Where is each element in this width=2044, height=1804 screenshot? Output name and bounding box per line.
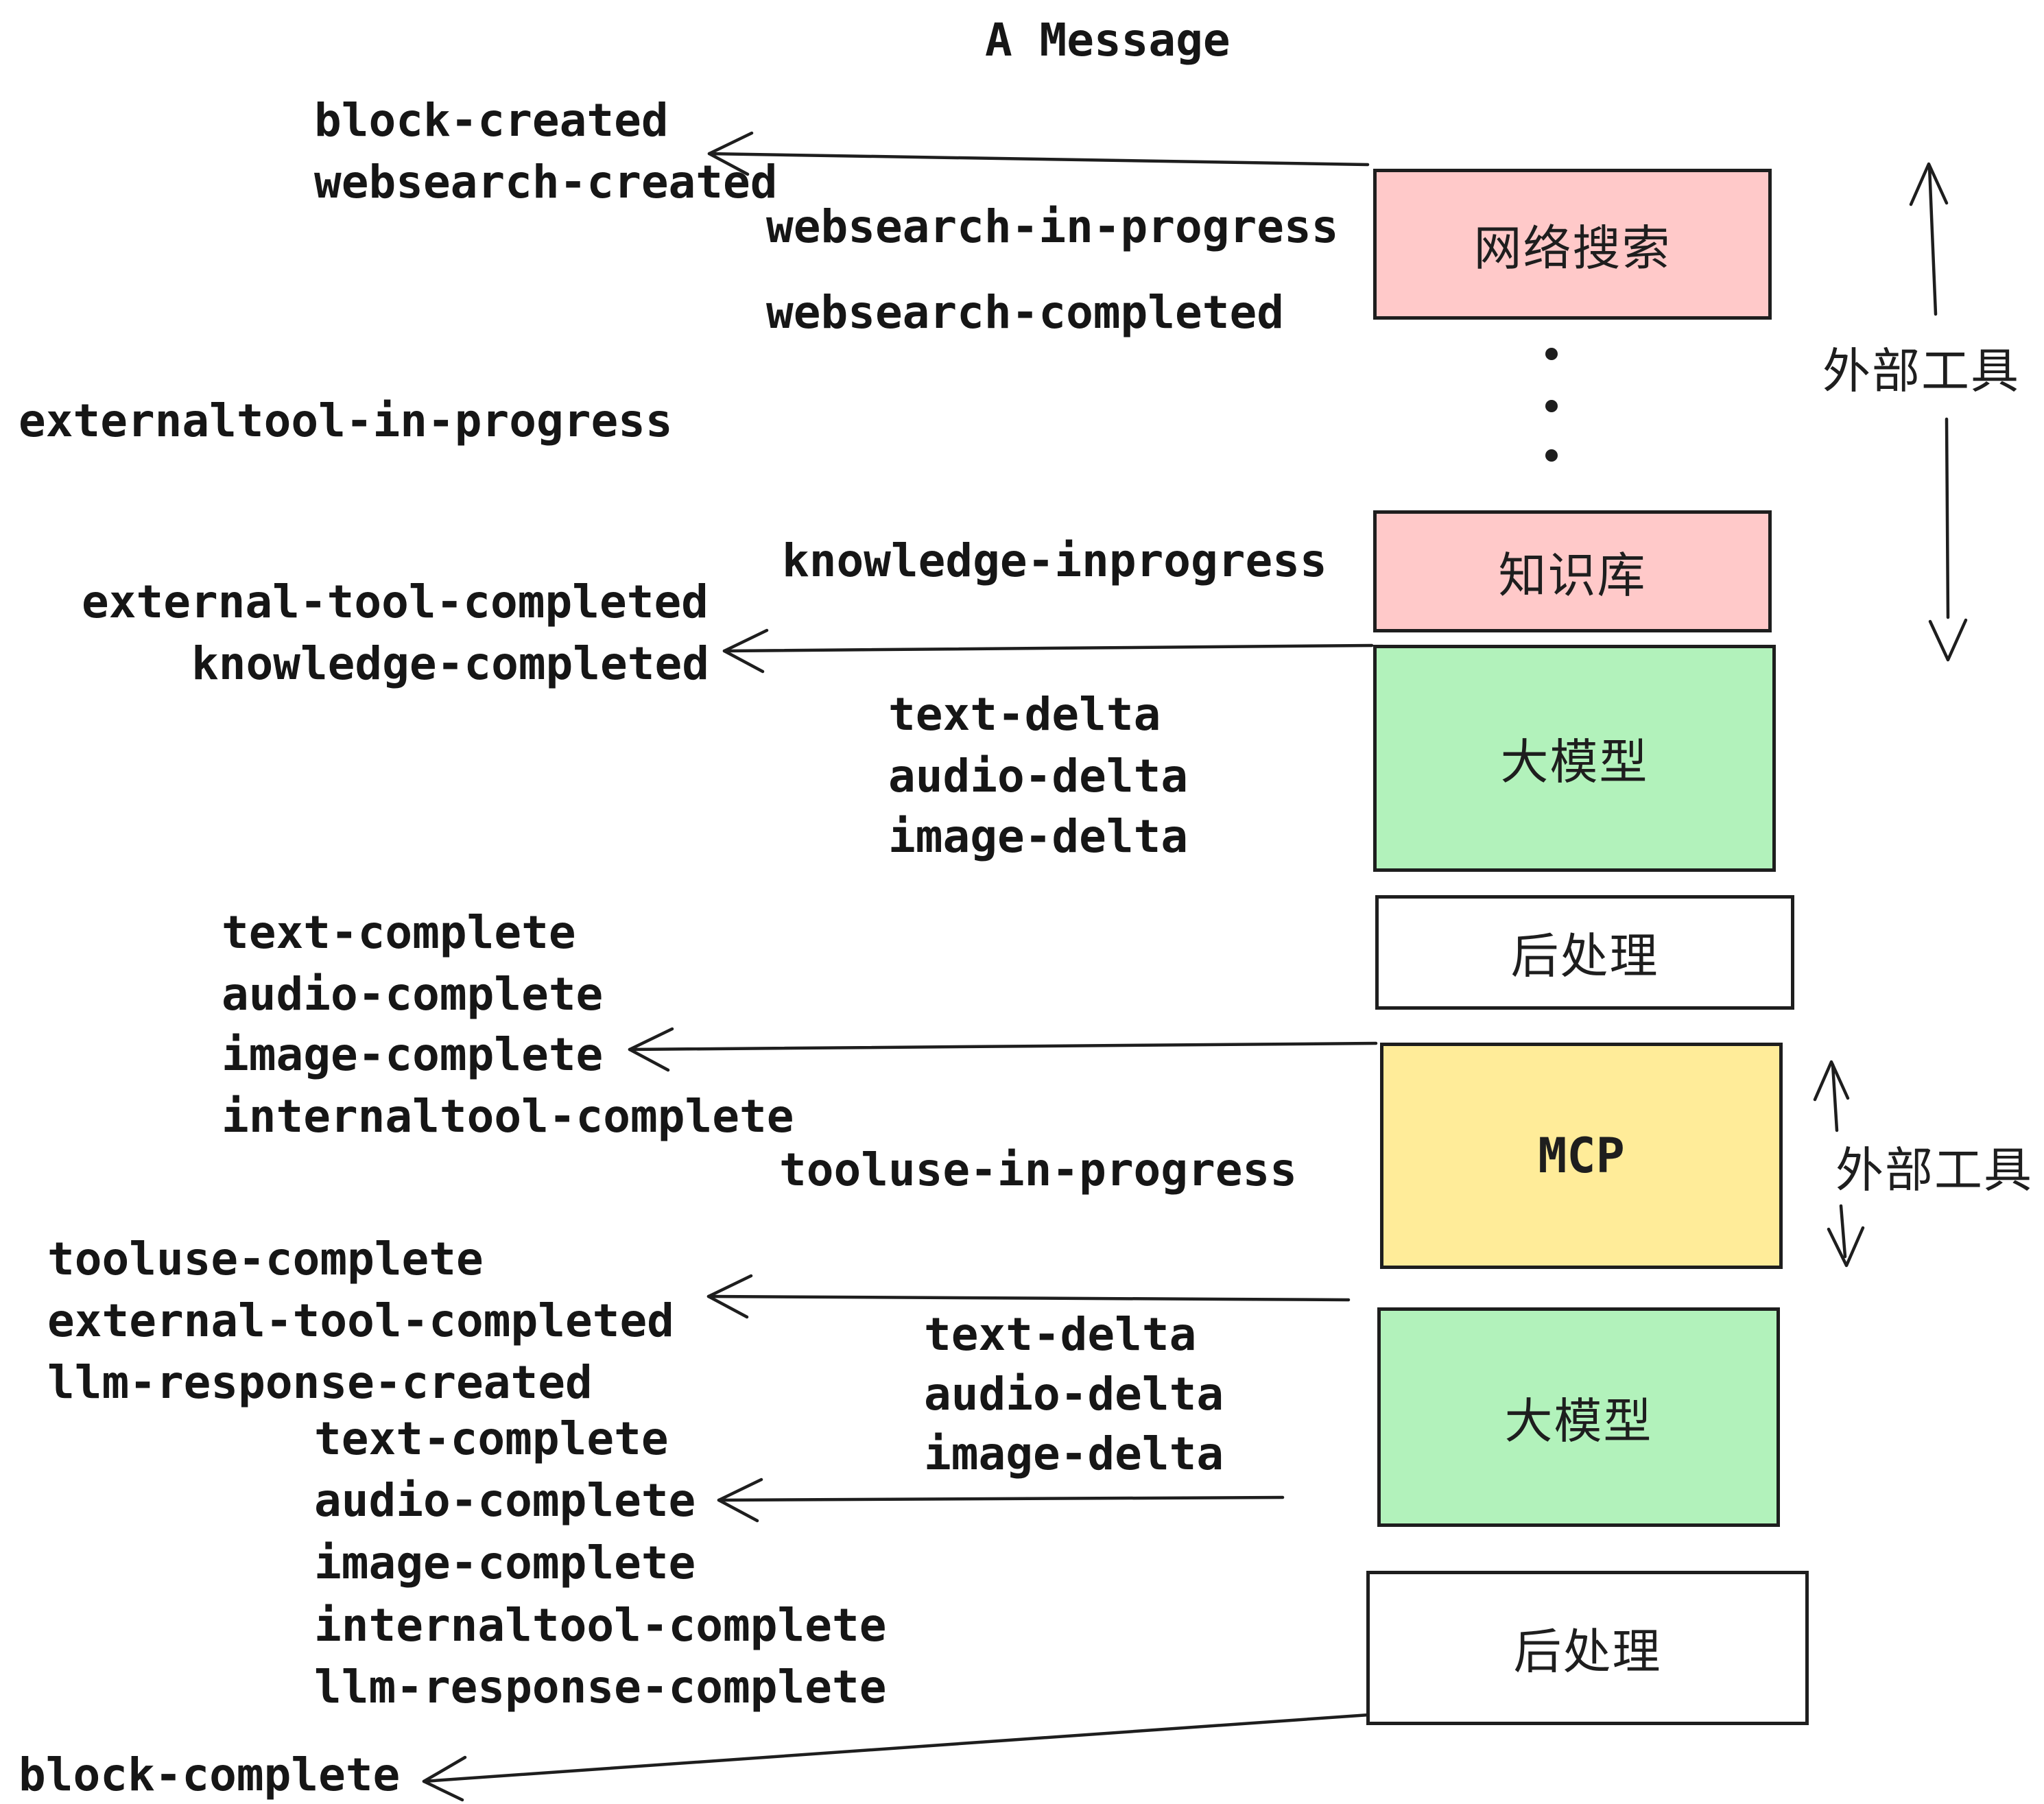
event-text-delta-1: text-delta	[888, 688, 1161, 741]
event-websearch-completed: websearch-completed	[766, 286, 1284, 339]
external-tools-range-arrow-bottom	[1813, 1060, 1865, 1268]
event-knowledge-inprogress: knowledge-inprogress	[782, 534, 1327, 587]
box-knowledge-base-label: 知识库	[1498, 547, 1647, 604]
box-postprocess-1-label: 后处理	[1510, 928, 1659, 984]
event-image-complete-1: image-complete	[222, 1028, 604, 1081]
arrow-knowledge-completed	[722, 628, 1374, 674]
event-external-tool-completed-2: external-tool-completed	[47, 1294, 674, 1347]
event-block-complete: block-complete	[19, 1748, 401, 1801]
event-image-delta-1: image-delta	[888, 810, 1189, 863]
box-llm-2: 大模型	[1377, 1307, 1780, 1527]
event-llm-response-created: llm-response-created	[47, 1356, 593, 1409]
box-llm-1-label: 大模型	[1500, 734, 1649, 790]
box-llm-1: 大模型	[1373, 645, 1776, 872]
box-mcp-label: MCP	[1538, 1128, 1625, 1184]
box-llm-2-label: 大模型	[1504, 1392, 1653, 1449]
event-text-delta-2: text-delta	[924, 1308, 1197, 1361]
event-knowledge-completed: knowledge-completed	[191, 637, 709, 690]
arrow-tooluse-complete	[706, 1274, 1351, 1319]
arrow-block-created	[707, 131, 1370, 176]
box-mcp: MCP	[1380, 1043, 1783, 1269]
event-websearch-created: websearch-created	[314, 156, 778, 209]
diagram-title: A Message	[985, 14, 1231, 67]
arrow-block-complete	[422, 1713, 1371, 1802]
event-image-complete-2: image-complete	[314, 1536, 696, 1589]
box-websearch-label: 网络搜索	[1473, 219, 1672, 276]
box-postprocess-2-label: 后处理	[1513, 1624, 1662, 1680]
event-audio-complete-1: audio-complete	[222, 968, 604, 1021]
external-tools-range-arrow-top	[1909, 162, 1968, 662]
box-postprocess-1: 后处理	[1375, 895, 1794, 1010]
arrow-audio-complete	[717, 1477, 1285, 1523]
event-llm-response-complete: llm-response-complete	[314, 1661, 887, 1713]
event-internaltool-complete-1: internaltool-complete	[222, 1090, 794, 1143]
arrow-internal-complete	[628, 1027, 1378, 1072]
event-externaltool-in-progress: externaltool-in-progress	[19, 394, 673, 447]
external-tools-label-bottom: 外部工具	[1835, 1142, 2033, 1198]
event-audio-delta-2: audio-delta	[924, 1368, 1224, 1421]
event-block-created: block-created	[314, 94, 669, 147]
event-tooluse-in-progress: tooluse-in-progress	[779, 1143, 1297, 1196]
event-external-tool-completed-1: external-tool-completed	[82, 575, 709, 628]
box-knowledge-base: 知识库	[1373, 510, 1772, 632]
event-internaltool-complete-2: internaltool-complete	[314, 1599, 887, 1652]
event-image-delta-2: image-delta	[924, 1427, 1224, 1480]
external-tools-label-top: 外部工具	[1822, 343, 2020, 399]
event-websearch-in-progress: websearch-in-progress	[766, 200, 1339, 253]
event-audio-complete-2: audio-complete	[314, 1474, 696, 1527]
event-tooluse-complete: tooluse-complete	[47, 1233, 484, 1285]
event-audio-delta-1: audio-delta	[888, 750, 1189, 803]
vertical-ellipsis-dots	[1545, 348, 1558, 462]
box-postprocess-2: 后处理	[1366, 1571, 1809, 1725]
event-text-complete-2: text-complete	[314, 1412, 669, 1465]
box-websearch: 网络搜索	[1373, 169, 1772, 320]
event-text-complete-1: text-complete	[222, 906, 576, 959]
